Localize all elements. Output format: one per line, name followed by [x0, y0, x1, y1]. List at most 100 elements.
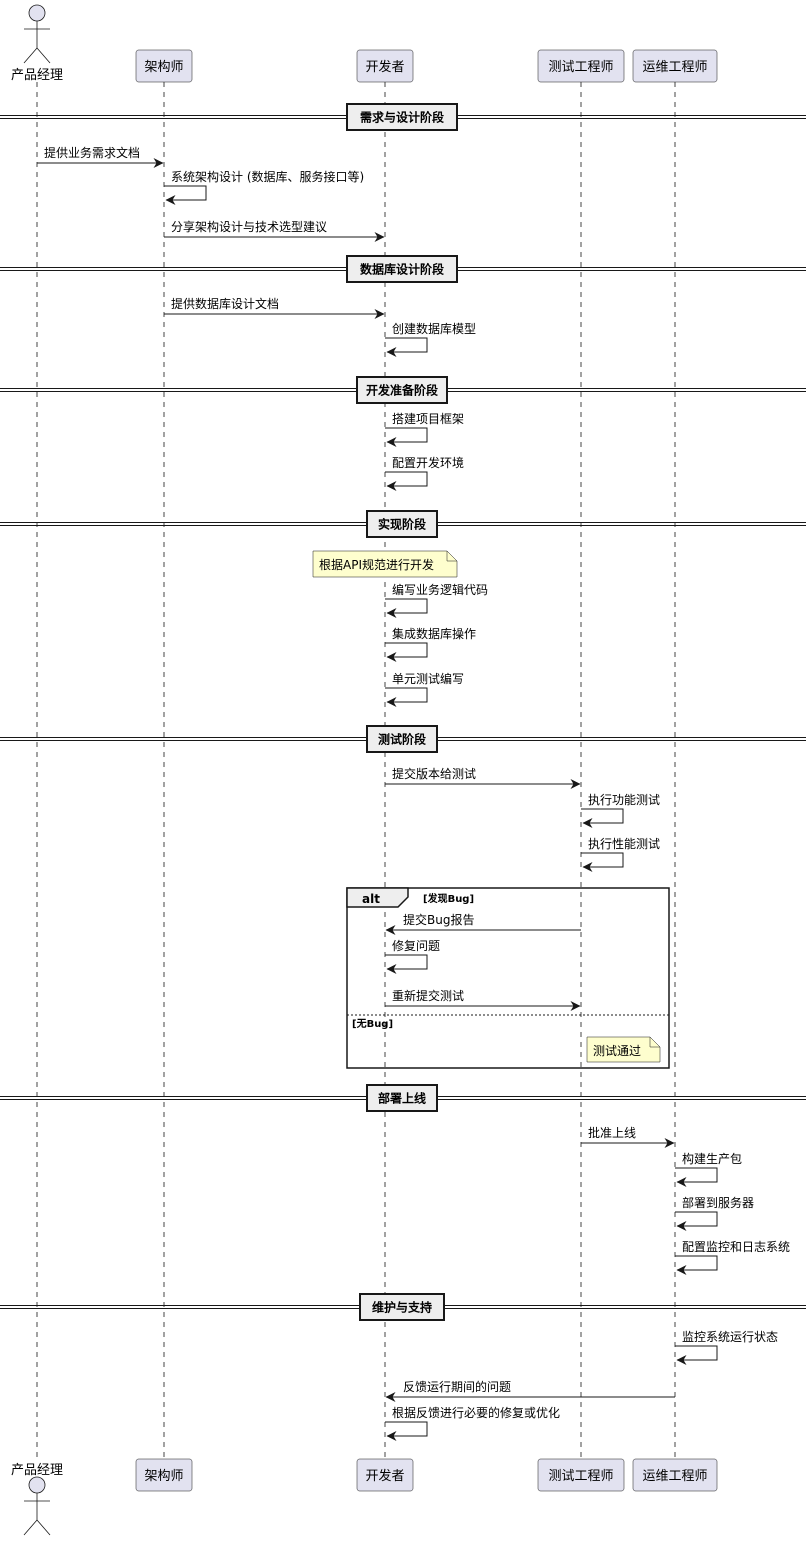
divider-label: 需求与设计阶段 [360, 110, 445, 125]
actor-head [28, 1476, 46, 1494]
self-arrow [675, 1255, 718, 1275]
participant-ops-top: 运维工程师 [632, 49, 718, 83]
self-arrow [385, 471, 428, 491]
divider-d1: 需求与设计阶段 [0, 103, 806, 131]
divider-d5: 测试阶段 [0, 725, 806, 753]
participant-label: 测试工程师 [548, 60, 613, 75]
divider-label: 部署上线 [378, 1091, 426, 1106]
note-n1: 根据API规范进行开发 [312, 550, 458, 578]
divider-d7: 维护与支持 [0, 1293, 806, 1321]
participant-arch-top: 架构师 [135, 49, 193, 83]
actor-leg [36, 47, 51, 64]
divider-label: 数据库设计阶段 [360, 262, 445, 277]
participant-dev-top: 开发者 [356, 49, 414, 83]
message-m7: 配置开发环境 [385, 455, 464, 491]
lifelines [36, 82, 676, 1459]
message-label: 执行性能测试 [588, 836, 660, 851]
divider-box [366, 725, 438, 753]
participant-label: 测试工程师 [548, 1469, 613, 1484]
message-label: 批准上线 [588, 1125, 636, 1140]
message-m1: 提供业务需求文档 [37, 145, 164, 168]
message-m3: 分享架构设计与技术选型建议 [164, 219, 385, 242]
message-label: 搭建项目框架 [392, 412, 464, 426]
self-arrow [164, 185, 207, 205]
message-label: 提交版本给测试 [392, 766, 476, 781]
divider-d4: 实现阶段 [0, 510, 806, 538]
message-m13: 执行性能测试 [581, 836, 660, 872]
message-label: 重新提交测试 [392, 988, 464, 1003]
self-arrow [581, 808, 624, 828]
divider-box [366, 510, 438, 538]
participant-box [537, 1458, 625, 1492]
divider-box [356, 376, 448, 404]
message-m19: 部署到服务器 [675, 1195, 754, 1231]
message-m18: 构建生产包 [675, 1151, 742, 1187]
participant-pm-top [23, 4, 51, 64]
participant-label: 产品经理 [11, 68, 63, 83]
participant-label: 开发者 [365, 59, 404, 75]
message-label: 执行功能测试 [588, 792, 660, 807]
divider-label: 测试阶段 [378, 732, 427, 747]
note-n2: 测试通过 [586, 1036, 661, 1063]
actor-head [28, 4, 46, 22]
note-body [312, 550, 458, 578]
participant-box [356, 1458, 414, 1492]
divider-d6: 部署上线 [0, 1084, 806, 1112]
note-fold [446, 551, 457, 562]
message-m22: 反馈运行期间的问题 [385, 1379, 675, 1402]
participant-box [632, 1458, 718, 1492]
message-m23: 根据反馈进行必要的修复或优化 [385, 1405, 560, 1441]
participant-box [356, 49, 414, 83]
message-label: 部署到服务器 [682, 1195, 754, 1210]
self-arrow [581, 852, 624, 872]
message-label: 提交Bug报告 [403, 912, 474, 927]
message-m14: 提交Bug报告 [385, 912, 581, 935]
self-arrow [385, 1421, 428, 1441]
alt-tab [346, 887, 409, 908]
message-label: 编写业务逻辑代码 [392, 582, 488, 597]
message-m8: 编写业务逻辑代码 [385, 582, 488, 618]
self-arrow [385, 598, 428, 618]
self-arrow [385, 687, 428, 707]
participant-qa-bottom: 测试工程师 [537, 1458, 625, 1492]
alt-fragment: alt[发现Bug][无Bug] [346, 887, 670, 1069]
message-label: 单元测试编写 [392, 671, 464, 686]
participant-label: 架构师 [144, 1469, 183, 1484]
message-label: 集成数据库操作 [392, 626, 476, 641]
note-label: 根据API规范进行开发 [319, 557, 434, 572]
alt-frame [346, 887, 670, 1069]
self-arrow [675, 1211, 718, 1231]
self-arrow [385, 427, 428, 447]
alt-keyword: alt [362, 892, 380, 906]
actor-leg [23, 47, 38, 64]
message-m9: 集成数据库操作 [385, 626, 476, 662]
participant-arch-bottom: 架构师 [135, 1458, 193, 1492]
participant-box [632, 49, 718, 83]
participant-label: 运维工程师 [642, 1469, 707, 1484]
message-m4: 提供数据库设计文档 [164, 296, 385, 319]
message-label: 监控系统运行状态 [682, 1330, 778, 1344]
message-m16: 重新提交测试 [385, 988, 581, 1011]
self-arrow [385, 337, 428, 357]
self-arrow [675, 1345, 718, 1365]
participant-label: 运维工程师 [642, 60, 707, 75]
message-m21: 监控系统运行状态 [675, 1330, 778, 1365]
participant-qa-top: 测试工程师 [537, 49, 625, 83]
divider-label: 开发准备阶段 [366, 383, 439, 398]
divider-label: 实现阶段 [378, 517, 427, 532]
self-arrow [385, 954, 428, 974]
note-label: 测试通过 [593, 1043, 641, 1058]
message-label: 构建生产包 [682, 1151, 742, 1166]
message-label: 系统架构设计 (数据库、服务接口等) [171, 169, 364, 184]
message-label: 修复问题 [392, 938, 440, 953]
message-m17: 批准上线 [581, 1125, 675, 1148]
divider-box [346, 255, 458, 283]
participant-box [135, 1458, 193, 1492]
message-label: 反馈运行期间的问题 [403, 1379, 511, 1394]
participant-label: 产品经理 [11, 1463, 63, 1478]
participant-dev-bottom: 开发者 [356, 1458, 414, 1492]
